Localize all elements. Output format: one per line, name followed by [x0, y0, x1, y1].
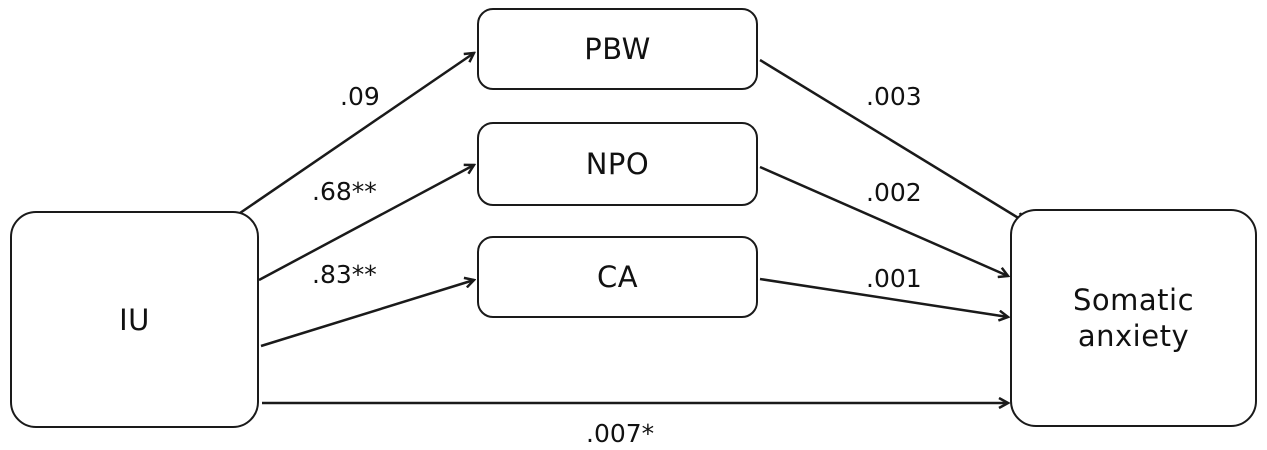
- node-iu-label: IU: [119, 302, 150, 337]
- coef-iu-outcome-direct: .007*: [586, 419, 655, 448]
- node-iu: IU: [10, 211, 259, 428]
- coef-ca-outcome: .001: [866, 264, 922, 293]
- node-ca: CA: [477, 236, 758, 318]
- coef-npo-outcome: .002: [866, 178, 922, 207]
- arrow-npo-to-outcome: [759, 165, 1008, 276]
- node-ca-label: CA: [596, 260, 639, 294]
- node-npo: NPO: [477, 122, 758, 206]
- node-pbw: PBW: [477, 8, 758, 90]
- node-somatic-anxiety-line1: Somatic: [1072, 283, 1195, 317]
- node-npo-label: NPO: [585, 147, 650, 181]
- arrow-iu-to-npo: [258, 165, 474, 282]
- node-somatic-anxiety: Somatic anxiety: [1010, 209, 1257, 427]
- arrow-iu-to-pbw: [239, 53, 474, 215]
- node-pbw-label: PBW: [584, 32, 651, 66]
- arrow-ca-to-outcome: [759, 277, 1008, 317]
- coef-pbw-outcome: .003: [866, 82, 922, 111]
- node-somatic-anxiety-line2: anxiety: [1077, 319, 1190, 353]
- node-somatic-anxiety-text: Somatic anxiety: [1073, 282, 1194, 354]
- arrow-iu-to-ca: [260, 280, 474, 348]
- arrow-pbw-to-outcome: [759, 58, 1025, 222]
- coef-iu-npo: .68**: [312, 177, 377, 206]
- coef-iu-pbw: .09: [340, 82, 380, 111]
- coef-iu-ca: .83**: [312, 260, 377, 289]
